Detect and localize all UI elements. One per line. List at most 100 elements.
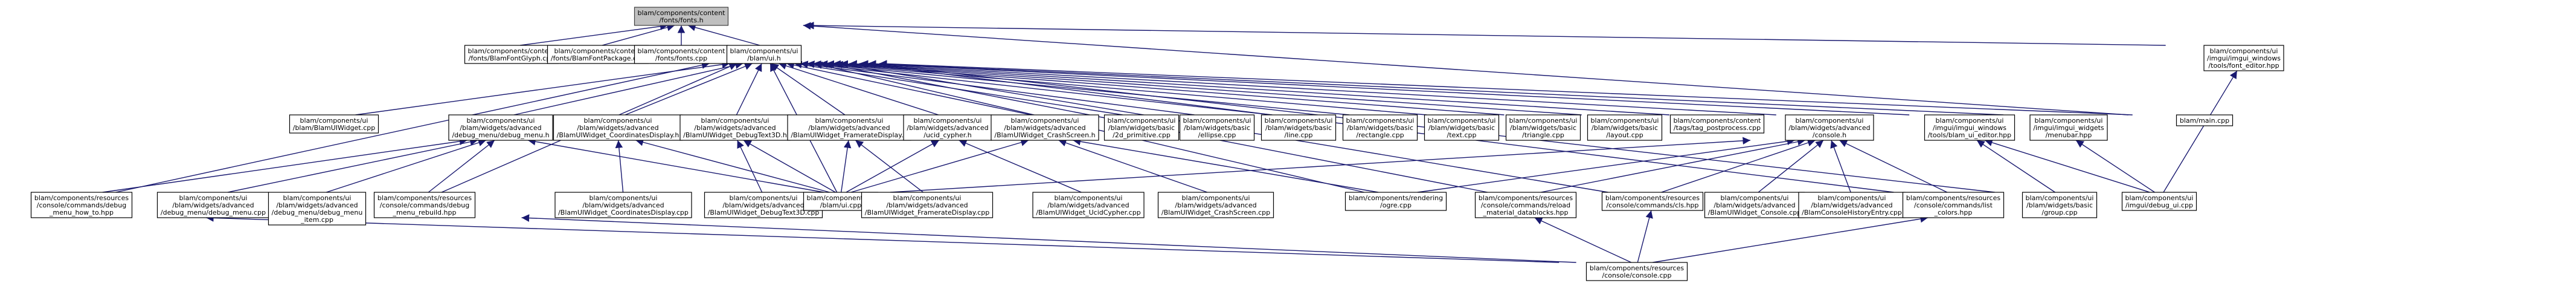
node-label-line: blam/components/ui xyxy=(1108,117,1176,125)
node-box xyxy=(2203,45,2284,71)
edge-cls-to-consoleh xyxy=(1661,139,1816,193)
node-label-line: _colors.hpp xyxy=(1934,209,1973,216)
node-box xyxy=(1032,192,1145,218)
node-label-line: /imgui/debug_ui.cpp xyxy=(2125,201,2193,209)
node-label-line: /blam/widgets/basic xyxy=(1347,124,1413,132)
node-label-line: /BlamUIWidget_FramerateDisplay.cpp xyxy=(865,209,989,216)
node-label-line: /BlamUIWidget_CrashScreen.cpp xyxy=(1161,209,1270,216)
edge-triangle-to-uih xyxy=(826,60,1505,115)
node-uieditor[interactable]: blam/components/ui/imgui/imgui_windows/t… xyxy=(1924,114,2016,141)
edges-layer xyxy=(102,21,2238,263)
node-label-line: blam/components/ui xyxy=(300,117,368,125)
node-consoleh[interactable]: blam/components/ui/blam/widgets/advanced… xyxy=(1785,114,1874,141)
node-blammain[interactable]: blam/main.cpp xyxy=(2176,114,2234,126)
node-fontpkg[interactable]: blam/components/content/fonts/BlamFontPa… xyxy=(547,45,649,64)
node-blamuiwidget[interactable]: blam/components/ui/blam/BlamUIWidget.cpp xyxy=(289,114,379,134)
node-crashh[interactable]: blam/components/ui/blam/widgets/advanced… xyxy=(991,114,1099,141)
node-textcpp[interactable]: blam/components/ui/blam/widgets/basic/te… xyxy=(1424,114,1500,141)
edge-uicpp-to-coordsh xyxy=(635,138,830,193)
node-debugmenuh[interactable]: blam/components/ui/blam/widgets/advanced… xyxy=(448,114,553,141)
edge-framecpp-to-frameh xyxy=(855,140,923,193)
node-debugui[interactable]: blam/components/ui/imgui/debug_ui.cpp xyxy=(2121,192,2197,211)
node-cls[interactable]: blam/components/resources/console/comman… xyxy=(1601,192,1704,211)
node-box xyxy=(1704,192,1805,218)
edge-rectangle-to-uih xyxy=(813,60,1350,115)
node-label-line: blam/components/ui xyxy=(2035,117,2103,125)
edge-uicpp-to-consoleh xyxy=(890,137,1751,193)
node-label-line: /blam/widgets/advanced xyxy=(722,201,804,209)
edge-howto-to-uih xyxy=(115,61,710,193)
node-frameh[interactable]: blam/components/ui/blam/widgets/advanced… xyxy=(787,114,911,141)
node-box xyxy=(1924,114,2016,141)
node-fontscpp[interactable]: blam/components/content/fonts/fonts.cpp xyxy=(634,45,729,64)
node-uih[interactable]: blam/components/ui/blam/ui.h xyxy=(726,45,802,64)
node-label-line: blam/components/ui xyxy=(179,194,248,202)
node-box xyxy=(1344,192,1447,211)
node-label-line: blam/components/ui xyxy=(1796,117,1864,125)
node-framecpp[interactable]: blam/components/ui/blam/widgets/advanced… xyxy=(861,192,994,218)
node-box xyxy=(464,45,559,64)
node-box xyxy=(1785,114,1874,141)
edge-rebuild-to-debugmenuh xyxy=(428,140,495,193)
node-debugtexth[interactable]: blam/components/ui/blam/widgets/advanced… xyxy=(679,114,791,141)
node-ucidh[interactable]: blam/components/ui/blam/widgets/advanced… xyxy=(903,114,992,141)
node-box xyxy=(2121,192,2197,211)
node-consolewidget[interactable]: blam/components/ui/blam/widgets/advanced… xyxy=(1704,192,1805,218)
node-fontglyph[interactable]: blam/components/content/fonts/BlamFontGl… xyxy=(464,45,559,64)
node-howto[interactable]: blam/components/resources/console/comman… xyxy=(30,192,133,218)
edge-consolewidget-to-consoleh xyxy=(1758,140,1824,193)
node-history[interactable]: blam/components/ui/blam/widgets/advanced… xyxy=(1798,192,1906,218)
node-rectangle[interactable]: blam/components/ui/blam/widgets/basic/re… xyxy=(1342,114,1418,141)
node-ucidcpp[interactable]: blam/components/ui/blam/widgets/advanced… xyxy=(1032,192,1145,218)
node-rebuild[interactable]: blam/components/resources/console/comman… xyxy=(373,192,476,218)
node-box xyxy=(787,114,911,141)
node-coordscpp[interactable]: blam/components/ui/blam/widgets/advanced… xyxy=(554,192,692,218)
node-label-line: blam/components/ui xyxy=(730,47,798,55)
node-label-line: blam/components/ui xyxy=(914,117,982,125)
node-box xyxy=(634,45,729,64)
node-linecpp[interactable]: blam/components/ui/blam/widgets/basic/li… xyxy=(1261,114,1337,141)
edge-howto-to-debugmenuh xyxy=(102,137,467,193)
node-2dprim[interactable]: blam/components/ui/blam/widgets/basic/2d… xyxy=(1103,114,1180,141)
edge-consoleh-to-uih xyxy=(849,60,1776,115)
node-layout[interactable]: blam/components/ui/blam/widgets/basic/la… xyxy=(1587,114,1663,141)
node-box xyxy=(1669,114,1765,134)
edge-debugmenucpp-to-debugmenuh xyxy=(227,138,478,193)
node-ellipse[interactable]: blam/components/ui/blam/widgets/basic/el… xyxy=(1179,114,1255,141)
node-reload[interactable]: blam/components/resources/console/comman… xyxy=(1474,192,1577,218)
node-debugmenucpp[interactable]: blam/components/ui/blam/widgets/advanced… xyxy=(156,192,270,218)
node-menubar[interactable]: blam/components/ui/imgui/imgui_widgets/m… xyxy=(2029,114,2108,141)
node-fonteditor[interactable]: blam/components/ui/imgui/imgui_windows/t… xyxy=(2203,45,2284,71)
node-rendering[interactable]: blam/components/rendering/ogre.cpp xyxy=(1344,192,1447,211)
edge-uicpp-to-crashh xyxy=(850,138,1029,193)
node-label-line: /imgui/imgui_windows xyxy=(2207,54,2281,62)
node-label-line: blam/components/ui xyxy=(730,194,798,202)
node-coordsh[interactable]: blam/components/ui/blam/widgets/advanced… xyxy=(553,114,683,141)
edge-fontpkg-to-root xyxy=(602,24,675,46)
node-label-line: /console/commands/reload xyxy=(1481,201,1570,209)
node-group[interactable]: blam/components/ui/blam/widgets/basic/gr… xyxy=(2022,192,2098,218)
node-listcolors[interactable]: blam/components/resources/console/comman… xyxy=(1902,192,2005,218)
node-label-line: /blam/BlamUIWidget.cpp xyxy=(293,124,376,132)
edge-coordscpp-to-coordsh xyxy=(615,140,624,193)
node-label-line: /BlamUIWidget_UcidCypher.cpp xyxy=(1036,209,1140,216)
node-debugmenuitem[interactable]: blam/components/ui/blam/widgets/advanced… xyxy=(268,192,367,226)
node-label-line: blam/components/ui xyxy=(283,194,352,202)
node-tagpost[interactable]: blam/components/content/tags/tag_postpro… xyxy=(1669,114,1765,134)
node-box xyxy=(554,192,692,218)
node-box xyxy=(704,192,823,218)
node-consolecpp[interactable]: blam/components/resources/console/consol… xyxy=(1585,262,1688,281)
node-triangle[interactable]: blam/components/ui/blam/widgets/basic/tr… xyxy=(1505,114,1581,141)
edge-frameh-to-uih xyxy=(770,63,846,115)
node-debugtextcpp[interactable]: blam/components/ui/blam/widgets/advanced… xyxy=(704,192,823,218)
node-label-line: /rectangle.cpp xyxy=(1356,131,1404,139)
edge-crashcpp-to-crashh xyxy=(1058,139,1208,193)
node-crashcpp[interactable]: blam/components/ui/blam/widgets/advanced… xyxy=(1157,192,1274,218)
edge-uih-to-root xyxy=(687,24,760,46)
node-label-line: blam/components/ui xyxy=(1182,194,1250,202)
edge-group-to-uieditor xyxy=(1976,140,2055,193)
node-label-line: blam/components/content xyxy=(638,9,726,17)
node-label-line: /imgui/imgui_windows xyxy=(1933,124,2006,132)
node-label-line: /console/commands/debug xyxy=(380,201,469,209)
